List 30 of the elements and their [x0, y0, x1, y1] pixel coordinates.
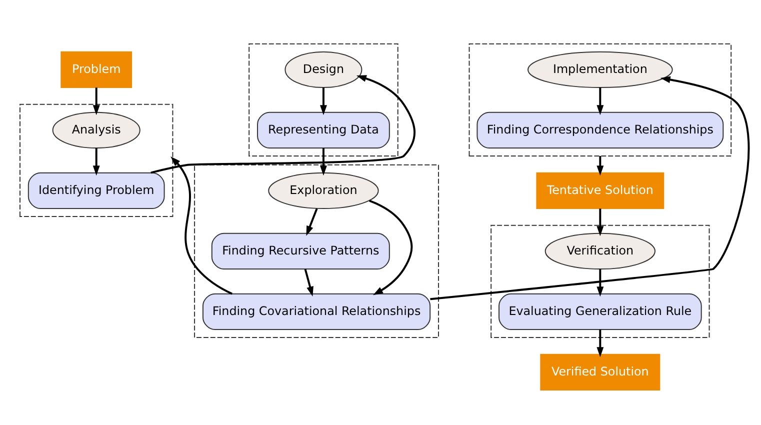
arrow: [596, 268, 604, 296]
node-box: Finding Correspondence Relationships: [476, 111, 724, 148]
arrow: [596, 87, 604, 115]
cluster: [248, 42, 398, 156]
arrow: [369, 199, 413, 295]
arrow: [150, 74, 416, 174]
arrow: [430, 76, 750, 300]
arrow: [92, 148, 100, 176]
node-box: Problem: [60, 50, 132, 88]
node-ellipse: Exploration: [268, 172, 379, 209]
node-box: Identifying Problem: [28, 172, 165, 209]
arrow: [304, 268, 314, 296]
arrow: [596, 208, 604, 236]
arrow: [320, 148, 327, 176]
arrow: [92, 87, 100, 115]
node-ellipse: Design: [284, 50, 362, 88]
cluster: [468, 42, 732, 156]
node-ellipse: Verification: [544, 232, 656, 270]
node-box: Verified Solution: [540, 353, 660, 390]
arrow: [596, 329, 604, 357]
node-box: Finding Covariational Relationships: [202, 292, 431, 330]
node-box: Evaluating Generalization Rule: [498, 292, 702, 330]
arrow: [170, 156, 232, 294]
arrow: [596, 155, 604, 176]
arrow: [320, 87, 327, 115]
node-box: Finding Recursive Patterns: [211, 232, 390, 270]
node-box: Tentative Solution: [536, 172, 664, 209]
node-ellipse: Analysis: [52, 111, 140, 148]
arrow: [306, 208, 318, 236]
node-box: Representing Data: [257, 111, 390, 148]
